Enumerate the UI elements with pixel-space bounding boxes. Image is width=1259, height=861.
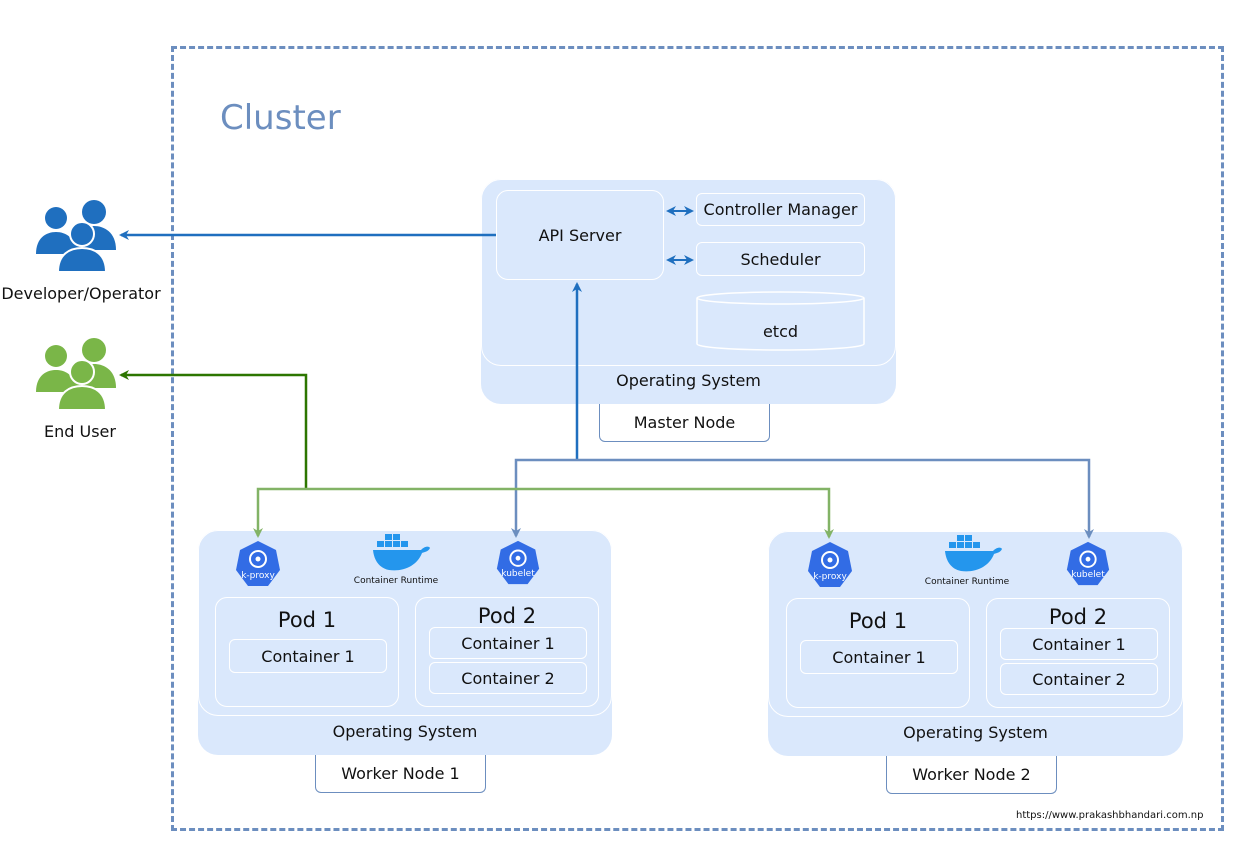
container-1[interactable]: Container 1 (229, 639, 387, 673)
kubelet-label: kubelet (1071, 570, 1105, 580)
kproxy-icon (233, 539, 283, 589)
pod-1-title: Pod 1 (848, 609, 908, 633)
cluster-title: Cluster (220, 98, 341, 138)
users-icon (36, 338, 116, 411)
pod-2-title: Pod 2 (477, 604, 537, 628)
container-1[interactable]: Container 1 (1000, 628, 1158, 660)
etcd-label: etcd (762, 321, 799, 341)
kproxy-to-end-user-arrow (119, 370, 308, 489)
developer-operator (30, 198, 130, 276)
master-os-label: Operating System (616, 370, 761, 390)
to-kproxy-2-arrow (306, 487, 834, 539)
etcd-database[interactable] (696, 290, 865, 352)
kproxy-icon (805, 540, 855, 590)
kubelet-label: kubelet (501, 569, 535, 579)
to-kproxy-1-arrow (253, 487, 306, 538)
developer-operator-label: Developer/Operator (1, 283, 161, 303)
worker-node-2-label: Worker Node 2 (886, 756, 1057, 794)
container-runtime-label: Container Runtime (353, 576, 439, 586)
users-icon (36, 200, 116, 273)
container-runtime-label: Container Runtime (924, 577, 1010, 587)
kubelet-icon (1064, 540, 1112, 588)
container-2[interactable]: Container 2 (429, 662, 587, 694)
api-server[interactable]: API Server (496, 190, 664, 280)
api-to-kubelet-1-arrow (511, 458, 577, 538)
kproxy-label: k-proxy (813, 572, 847, 582)
source-url: https://www.prakashbhandari.com.np (1016, 810, 1204, 821)
container-1[interactable]: Container 1 (429, 627, 587, 659)
kubelet-icon (494, 539, 542, 587)
worker-1-os-label: Operating System (332, 721, 478, 741)
container-1[interactable]: Container 1 (800, 640, 958, 674)
worker-node-1-label: Worker Node 1 (315, 755, 486, 793)
master-node-label: Master Node (599, 404, 770, 442)
worker-2-os-label: Operating System (903, 722, 1048, 742)
docker-icon (943, 531, 1003, 575)
database-icon (696, 291, 865, 351)
cluster-boundary (171, 46, 1224, 831)
api-to-kubelet-2-arrow (577, 458, 1094, 539)
docker-icon (371, 530, 431, 574)
pod-1-title: Pod 1 (277, 608, 337, 632)
controller-manager[interactable]: Controller Manager (696, 193, 865, 226)
kproxy-label: k-proxy (241, 571, 275, 581)
end-user (30, 336, 130, 414)
end-user-label: End User (44, 421, 116, 441)
container-2[interactable]: Container 2 (1000, 663, 1158, 695)
scheduler[interactable]: Scheduler (696, 242, 865, 276)
pod-2-title: Pod 2 (1048, 605, 1108, 629)
